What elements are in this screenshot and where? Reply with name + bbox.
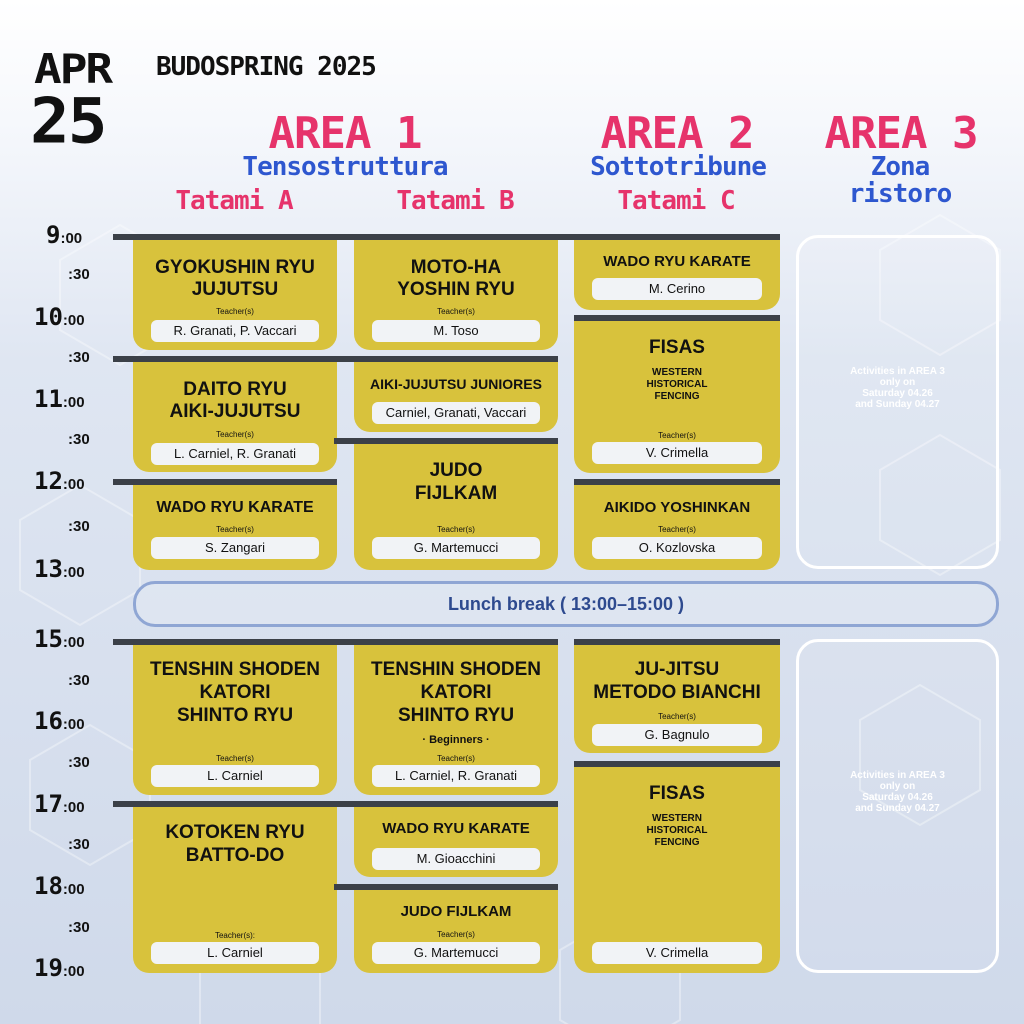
session-tenshin-shoden-b[interactable]: TENSHIN SHODEN KATORI SHINTO RYU · Begin… (334, 639, 558, 795)
teacher-name: O. Kozlovska (592, 537, 762, 559)
teacher-name: G. Martemucci (372, 537, 540, 559)
area-3-morning-box: Activities in AREA 3 only on Saturday 04… (796, 235, 999, 569)
area-2-title: AREA 2 (600, 108, 755, 159)
session-fisas-afternoon[interactable]: FISAS WESTERN HISTORICAL FENCING V. Crim… (574, 761, 780, 973)
time-16: 16:00 (34, 707, 85, 735)
area-3-subtitle-line2: ristoro (848, 179, 953, 209)
time-1830: :30 (68, 919, 90, 936)
session-judo-fijlkam[interactable]: JUDO FIJLKAM Teacher(s) G. Martemucci (334, 438, 558, 570)
teacher-name: R. Granati, P. Vaccari (151, 320, 319, 342)
time-13: 13:00 (34, 555, 85, 583)
teacher-name: V. Crimella (592, 442, 762, 464)
teacher-name: L. Carniel, R. Granati (372, 765, 540, 787)
session-kotoken-ryu[interactable]: KOTOKEN RYU BATTO-DO Teacher(s): L. Carn… (113, 801, 337, 973)
session-fisas-morning[interactable]: FISAS WESTERN HISTORICAL FENCING Teacher… (574, 315, 780, 473)
teacher-name: M. Cerino (592, 278, 762, 300)
teacher-name: S. Zangari (151, 537, 319, 559)
session-aikido-yoshinkan[interactable]: AIKIDO YOSHINKAN Teacher(s) O. Kozlovska (574, 479, 780, 570)
lunch-break-banner: Lunch break ( 13:00–15:00 ) (133, 581, 999, 627)
session-aiki-jujutsu-juniores[interactable]: AIKI-JUJUTSU JUNIORES Carniel, Granati, … (334, 356, 558, 432)
tatami-b-label: Tatami B (396, 186, 514, 216)
tatami-a-label: Tatami A (175, 186, 293, 216)
session-wado-ryu-karate-b[interactable]: WADO RYU KARATE M. Gioacchini (334, 801, 558, 877)
tatami-c-label: Tatami C (617, 186, 735, 216)
area-1-title: AREA 1 (268, 108, 423, 159)
area-3-afternoon-box: Activities in AREA 3 only on Saturday 04… (796, 639, 999, 973)
teacher-name: L. Carniel (151, 765, 319, 787)
teacher-name: L. Carniel (151, 942, 319, 964)
session-judo-fijlkam-b[interactable]: JUDO FIJLKAM Teacher(s) G. Martemucci (334, 884, 558, 973)
time-1130: :30 (68, 431, 90, 448)
teacher-name: G. Bagnulo (592, 724, 762, 746)
time-18: 18:00 (34, 872, 85, 900)
teacher-name: L. Carniel, R. Granati (151, 443, 319, 465)
session-wado-ryu-karate-c[interactable]: WADO RYU KARATE M. Cerino (554, 234, 780, 310)
time-1030: :30 (68, 349, 90, 366)
time-17: 17:00 (34, 790, 85, 818)
area-1-subtitle: Tensostruttura (242, 152, 448, 182)
time-1630: :30 (68, 754, 90, 771)
time-930: :30 (68, 266, 90, 283)
teacher-name: M. Toso (372, 320, 540, 342)
date-day: 25 (30, 84, 107, 158)
session-moto-ha-yoshin-ryu[interactable]: MOTO-HA YOSHIN RYU Teacher(s) M. Toso (334, 234, 558, 350)
teacher-name: G. Martemucci (372, 942, 540, 964)
time-10: 10:00 (34, 303, 85, 331)
date-month: APR (34, 44, 113, 93)
time-11: 11:00 (34, 385, 85, 413)
time-12: 12:00 (34, 467, 85, 495)
time-9: 9:00 (46, 221, 83, 249)
time-1230: :30 (68, 518, 90, 535)
teacher-name: V. Crimella (592, 942, 762, 964)
area-3-title: AREA 3 (824, 108, 979, 159)
event-title: BUDOSPRING 2025 (156, 52, 377, 82)
session-gyokushin-ryu[interactable]: GYOKUSHIN RYU JUJUTSU Teacher(s) R. Gran… (113, 234, 337, 350)
time-19: 19:00 (34, 954, 85, 982)
teacher-name: Carniel, Granati, Vaccari (372, 402, 540, 424)
area-2-subtitle: Sottotribune (590, 152, 767, 182)
session-daito-ryu[interactable]: DAITO RYU AIKI-JUJUTSU Teacher(s) L. Car… (113, 356, 337, 472)
time-15: 15:00 (34, 625, 85, 653)
teacher-name: M. Gioacchini (372, 848, 540, 870)
time-1730: :30 (68, 836, 90, 853)
time-1530: :30 (68, 672, 90, 689)
session-tenshin-shoden-a[interactable]: TENSHIN SHODEN KATORI SHINTO RYU Teacher… (113, 639, 337, 795)
area-3-subtitle-line1: Zona (870, 152, 931, 182)
session-wado-ryu-karate-a[interactable]: WADO RYU KARATE Teacher(s) S. Zangari (113, 479, 337, 570)
session-ju-jitsu-bianchi[interactable]: JU-JITSU METODO BIANCHI Teacher(s) G. Ba… (574, 639, 780, 753)
